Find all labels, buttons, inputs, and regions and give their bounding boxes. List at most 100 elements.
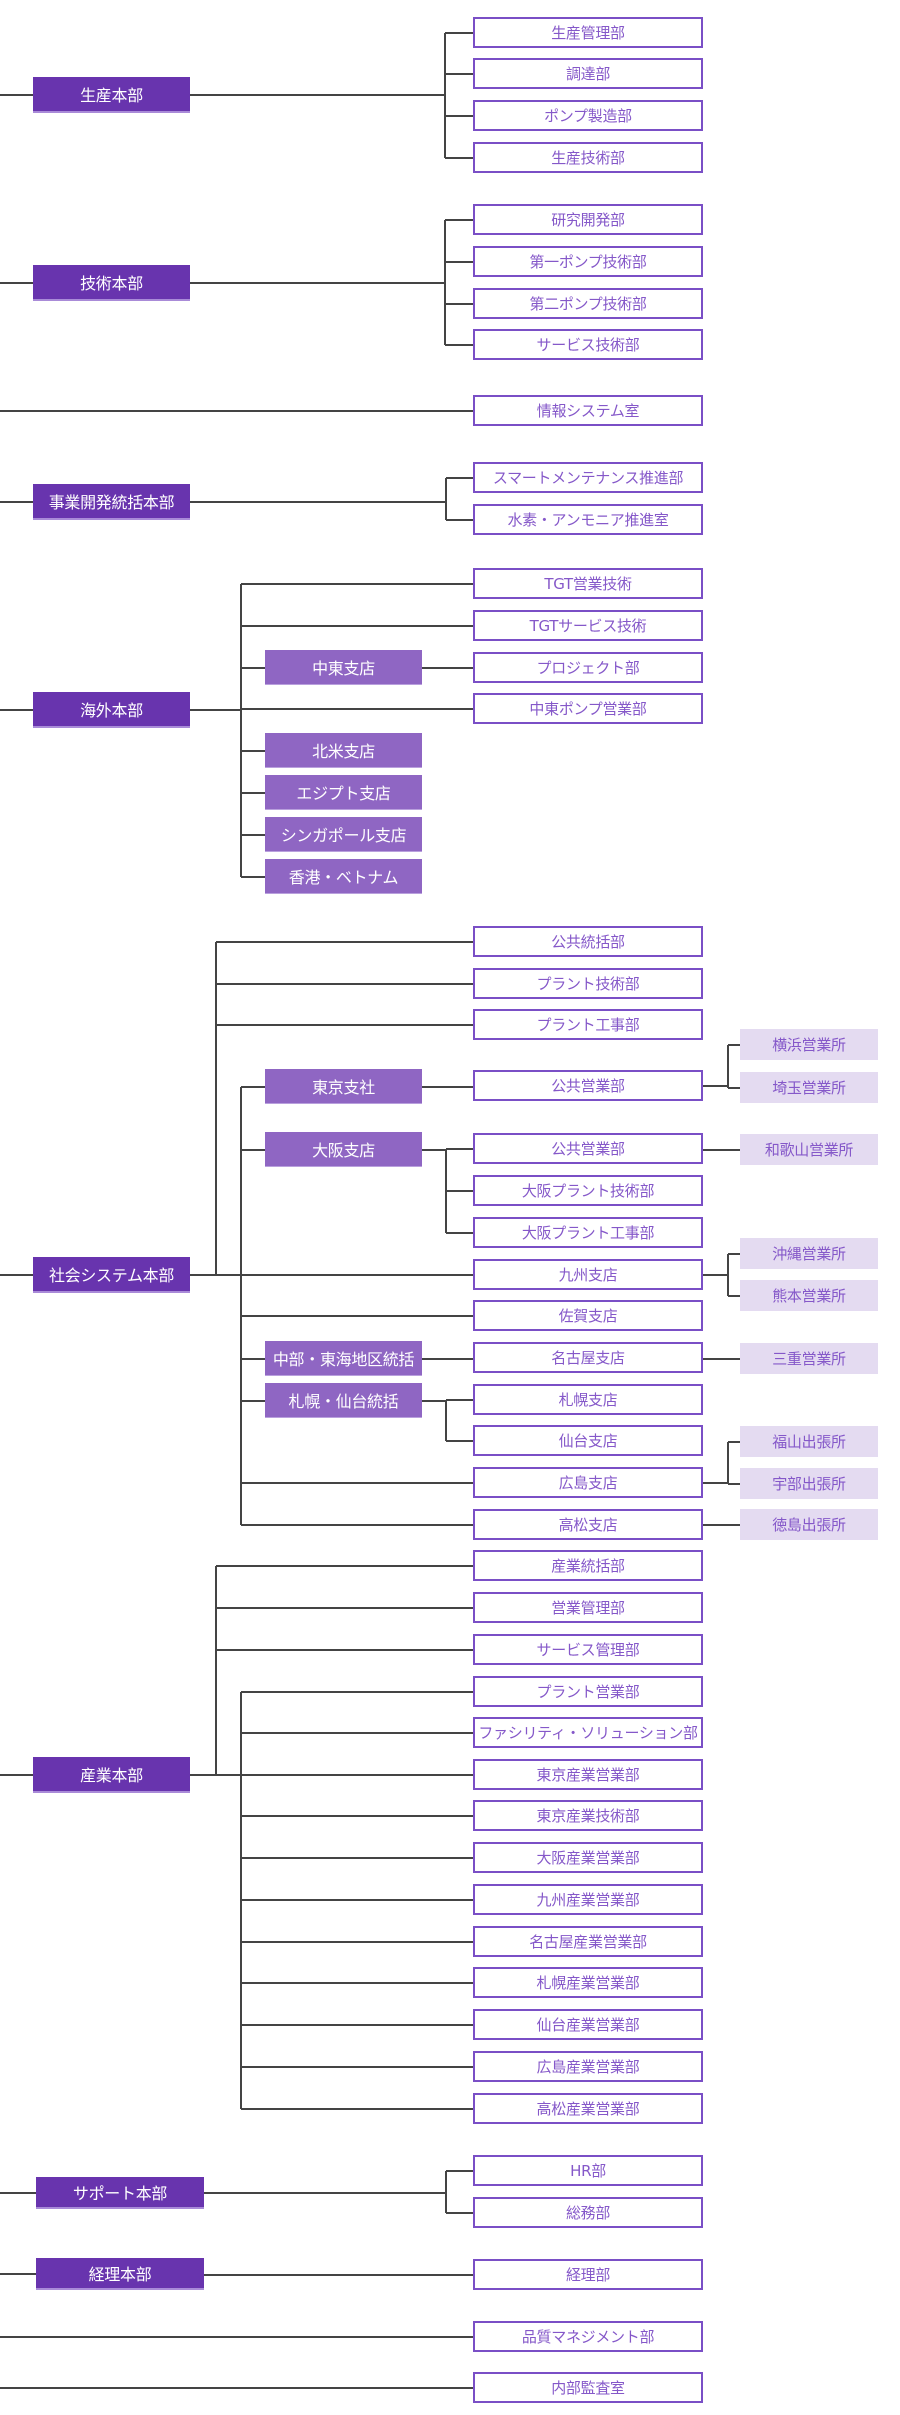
branch-box: エジプト支店 [265, 775, 422, 810]
division-box: 事業開発統括本部 [33, 484, 190, 520]
department-box: 第二ポンプ技術部 [473, 288, 703, 319]
connector-line [216, 1648, 473, 1651]
box-label: 社会システム本部 [48, 1266, 175, 1285]
connector-line [445, 477, 447, 520]
office-box: 和歌山営業所 [740, 1134, 878, 1165]
connector-line [728, 1294, 740, 1297]
connector-line [240, 1086, 242, 1525]
box-label: 徳島出張所 [772, 1516, 846, 1534]
connector-line [0, 2386, 473, 2389]
connector-line [241, 1357, 265, 1360]
box-label: 名古屋産業営業部 [529, 1933, 647, 1951]
department-box: 高松支店 [473, 1509, 703, 1540]
connector-line [204, 2273, 473, 2276]
connector-line [444, 219, 446, 345]
box-label: 公共営業部 [551, 1140, 625, 1158]
box-label: HR部 [570, 2162, 606, 2180]
department-box: プラント営業部 [473, 1676, 703, 1707]
connector-line [0, 1774, 33, 1776]
branch-box: 中部・東海地区統括 [265, 1341, 422, 1376]
box-label: 公共統括部 [551, 933, 625, 951]
connector-line [422, 1357, 473, 1360]
box-label: 佐賀支店 [558, 1307, 618, 1325]
connector-line [727, 1253, 729, 1296]
connector-line [241, 1481, 473, 1484]
connector-line [703, 1273, 728, 1276]
connector-line [0, 409, 473, 412]
department-box: 生産技術部 [473, 142, 703, 173]
box-label: 中東支店 [312, 659, 375, 678]
connector-line [0, 2192, 36, 2194]
department-box: 中東ポンプ営業部 [473, 693, 703, 724]
connector-line [0, 501, 33, 503]
box-label: 香港・ベトナム [288, 868, 399, 887]
box-label: 経理部 [565, 2266, 611, 2284]
connector-line [445, 1399, 447, 1441]
connector-line [728, 1440, 740, 1443]
division-box: 産業本部 [33, 1757, 190, 1793]
connector-line [422, 1085, 473, 1088]
department-box: 広島産業営業部 [473, 2051, 703, 2082]
connector-line [215, 1565, 217, 1775]
department-box: HR部 [473, 2155, 703, 2186]
department-box: 広島支店 [473, 1467, 703, 1498]
office-box: 熊本営業所 [740, 1280, 878, 1311]
department-box: 研究開発部 [473, 204, 703, 235]
connector-line [241, 1523, 473, 1526]
box-label: 九州支店 [558, 1266, 618, 1284]
connector-line [445, 343, 473, 346]
department-box: ファシリティ・ソリューション部 [473, 1717, 703, 1748]
connector-line [728, 1252, 740, 1255]
division-box: サポート本部 [36, 2177, 204, 2209]
box-label: 大阪プラント技術部 [521, 1182, 655, 1200]
connector-line [0, 282, 33, 284]
box-label: エジプト支店 [296, 784, 391, 803]
box-label: 産業本部 [80, 1766, 143, 1785]
connector-line [0, 2273, 36, 2275]
connector-line [215, 941, 217, 1275]
box-label: 事業開発統括本部 [48, 493, 175, 512]
box-label: プラント技術部 [536, 975, 640, 993]
connector-line [422, 666, 473, 669]
division-box: 海外本部 [33, 692, 190, 728]
box-label: 経理本部 [88, 2265, 152, 2284]
box-label: 品質マネジメント部 [521, 2328, 655, 2346]
department-box: 九州支店 [473, 1259, 703, 1290]
connector-line [703, 1148, 740, 1151]
box-label: 中部・東海地区統括 [272, 1350, 415, 1369]
department-box: プラント技術部 [473, 968, 703, 999]
connector-line [446, 1398, 473, 1401]
box-label: ポンプ製造部 [544, 107, 632, 125]
box-label: 技術本部 [80, 274, 143, 293]
box-label: 内部監査室 [551, 2379, 625, 2397]
connector-line [240, 583, 242, 877]
connector-line [445, 218, 473, 221]
box-label: 高松産業営業部 [536, 2100, 640, 2118]
box-label: 三重営業所 [772, 1350, 846, 1368]
department-box: 品質マネジメント部 [473, 2321, 703, 2352]
connector-line [445, 156, 473, 159]
connector-line [728, 1482, 740, 1485]
connector-line [0, 1274, 33, 1276]
connector-line [216, 982, 473, 985]
box-label: 北米支店 [312, 742, 375, 761]
connector-line [703, 1523, 740, 1526]
division-box: 経理本部 [36, 2258, 204, 2290]
department-box: 産業統括部 [473, 1550, 703, 1581]
department-box: プラント工事部 [473, 1009, 703, 1040]
connector-line [445, 114, 473, 117]
connector-line [241, 1814, 473, 1817]
connector-line [241, 1085, 265, 1088]
department-box: 九州産業営業部 [473, 1884, 703, 1915]
department-box: ポンプ製造部 [473, 100, 703, 131]
department-box: 名古屋支店 [473, 1342, 703, 1373]
branch-box: 北米支店 [265, 733, 422, 768]
connector-line [422, 1148, 446, 1151]
box-label: 第二ポンプ技術部 [529, 295, 647, 313]
connector-line [728, 1043, 740, 1046]
department-box: 大阪プラント技術部 [473, 1175, 703, 1206]
connector-line [728, 1086, 740, 1089]
box-label: 広島支店 [558, 1474, 618, 1492]
department-box: 公共統括部 [473, 926, 703, 957]
department-box: 経理部 [473, 2259, 703, 2290]
